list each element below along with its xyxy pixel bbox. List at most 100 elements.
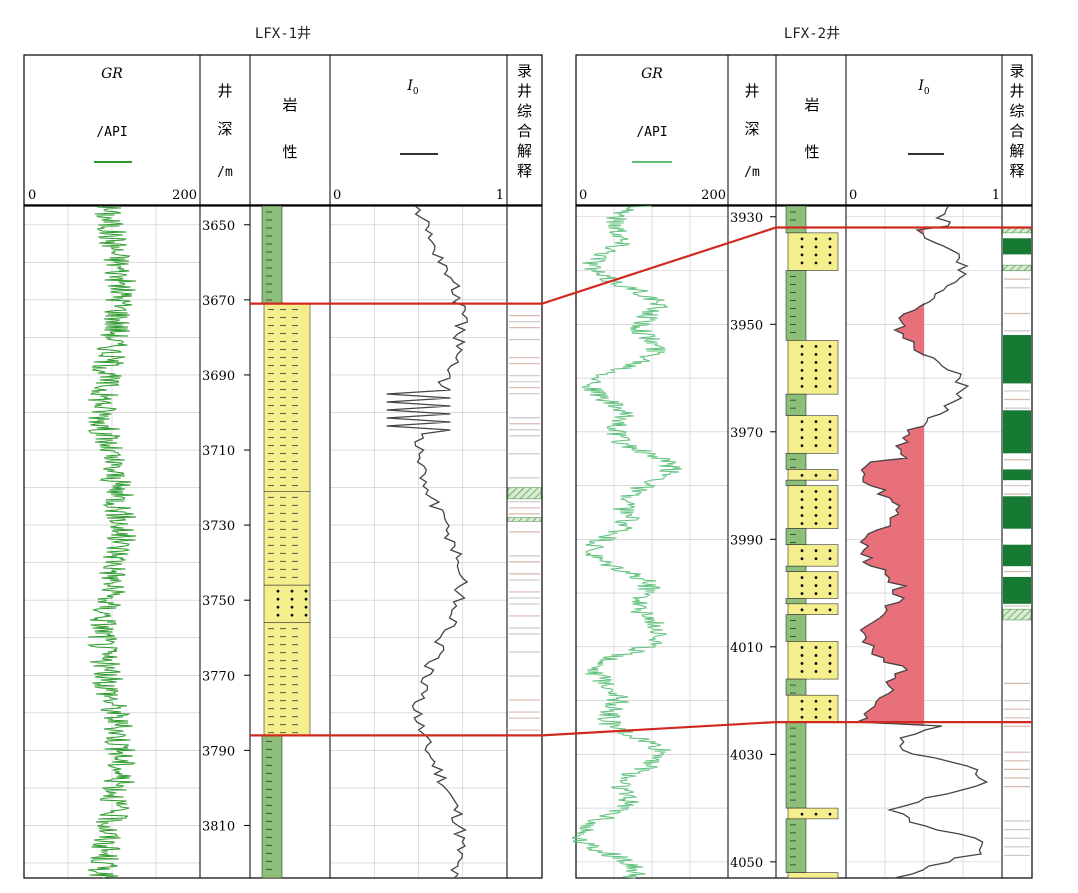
interp-band-green xyxy=(1003,335,1031,384)
well-1-lith-label-2: 性 xyxy=(282,143,297,161)
interp-header-char: 井 xyxy=(517,82,532,100)
interp-band-green xyxy=(1003,576,1031,604)
well-1-title: LFX-1井 xyxy=(255,26,311,42)
well-2-depth-label-1: 井 xyxy=(744,82,759,100)
interp-band-hatch xyxy=(507,487,542,500)
well-2-depth-label-2: 深 xyxy=(744,120,759,138)
well-1-interpretation-track xyxy=(507,315,542,731)
lithology-siltstone xyxy=(263,622,311,736)
well-2-gr-unit: /API xyxy=(636,125,667,140)
interp-band-hatch xyxy=(1002,608,1032,621)
interp-header-char: 井 xyxy=(1009,82,1024,100)
well-1-gr-title: GR xyxy=(101,66,123,82)
interp-header-char: 解 xyxy=(517,142,532,160)
well-2-gr-title: GR xyxy=(641,66,663,82)
well-2-lith-label-2: 性 xyxy=(804,143,819,161)
well-1-gr-unit: /API xyxy=(96,125,127,140)
depth-tick-label: 3670 xyxy=(202,294,235,309)
lithology-mudstone xyxy=(261,735,283,879)
depth-tick-label: 4050 xyxy=(730,856,763,871)
lithology-sandstone xyxy=(787,469,839,481)
correlation-boundaries xyxy=(250,226,1032,737)
lithology-sandstone xyxy=(787,603,839,615)
correlation-boundary-line xyxy=(250,226,1032,305)
lithology-mudstone xyxy=(785,479,807,486)
lithology-mudstone xyxy=(785,565,807,572)
depth-tick-label: 3690 xyxy=(202,369,235,384)
lithology-mudstone xyxy=(785,598,807,605)
depth-tick-label: 3730 xyxy=(202,519,235,534)
interp-header-char: 合 xyxy=(517,122,532,140)
well-1-io-min: 0 xyxy=(333,188,341,203)
depth-tick-label: 3950 xyxy=(730,318,763,333)
correlation-boundary-line xyxy=(250,720,1032,737)
depth-tick-label: 4010 xyxy=(730,641,763,656)
interp-header-char: 解 xyxy=(1009,142,1024,160)
interp-band-green xyxy=(1003,544,1031,567)
interp-band-green xyxy=(1003,469,1031,481)
well-1-panel: 3650 3670 3690 3710 3730 3750 3770 3790 3810 GR … xyxy=(23,54,543,879)
lithology-sandstone xyxy=(787,807,839,820)
interp-header-char: 合 xyxy=(1009,122,1024,140)
interp-header-char: 录 xyxy=(517,62,532,80)
well-1-depth-ticks: 3650 3670 3690 3710 3730 3750 3770 3790 3810 xyxy=(202,219,250,834)
well-2-io-min: 0 xyxy=(849,188,857,203)
lithology-mudstone xyxy=(785,614,807,642)
interp-header-char: 综 xyxy=(517,102,532,120)
well-2-lithology-track xyxy=(785,205,839,879)
well-1-gr-min: 0 xyxy=(28,188,36,203)
well-1-lithology-track xyxy=(261,205,311,879)
interp-header-char: 录 xyxy=(1009,62,1024,80)
depth-tick-label: 3990 xyxy=(730,533,763,548)
depth-tick-label: 3790 xyxy=(202,744,235,759)
depth-tick-label: 3750 xyxy=(202,594,235,609)
depth-tick-label: 3770 xyxy=(202,669,235,684)
well-2-gr-min: 0 xyxy=(579,188,587,203)
interp-header-char: 释 xyxy=(517,162,532,180)
interp-band-hatch xyxy=(1002,264,1032,271)
well-1-lith-label-1: 岩 xyxy=(282,96,297,114)
well-1-depth-label-2: 深 xyxy=(217,120,232,138)
lithology-sandstone xyxy=(787,544,839,567)
lithology-sandstone xyxy=(787,872,839,879)
depth-tick-label: 3810 xyxy=(202,819,235,834)
lithology-sandstone xyxy=(263,584,311,624)
lithology-mudstone xyxy=(261,205,283,304)
well-1-gr-max: 200 xyxy=(172,188,197,203)
well-1-depth-label-3: /m xyxy=(217,165,233,180)
interp-header-char: 释 xyxy=(1009,162,1024,180)
lithology-mudstone xyxy=(785,393,807,416)
well-2-title: LFX-2井 xyxy=(784,26,840,42)
well-2-io-title: I0 xyxy=(917,78,930,97)
interp-header-char: 综 xyxy=(1009,102,1024,120)
well-1-io-title: I0 xyxy=(406,78,419,97)
lithology-mudstone xyxy=(785,270,807,341)
well-2-interpretation-track xyxy=(1002,227,1032,857)
interp-band-green xyxy=(1003,238,1031,255)
well-2-lith-label-1: 岩 xyxy=(804,96,819,114)
depth-tick-label: 3970 xyxy=(730,426,763,441)
well-1-io-curve xyxy=(386,205,469,879)
interp-band-green xyxy=(1003,410,1031,454)
lithology-mudstone xyxy=(785,721,807,809)
well-1-io-max: 1 xyxy=(496,188,504,203)
depth-tick-label: 3710 xyxy=(202,444,235,459)
well-2-io-curve xyxy=(856,205,989,879)
interp-band-green xyxy=(1003,496,1031,529)
well-2-depth-label-3: /m xyxy=(744,165,760,180)
well-2-io-fill xyxy=(856,230,924,726)
interp-band-hatch xyxy=(507,517,542,522)
lithology-mudstone xyxy=(785,205,807,234)
well-1-gr-curve xyxy=(86,205,137,879)
depth-tick-label: 3930 xyxy=(730,211,763,226)
well-2-gr-max: 200 xyxy=(701,188,726,203)
well-2-io-max: 1 xyxy=(992,188,1000,203)
depth-tick-label: 3650 xyxy=(202,219,235,234)
